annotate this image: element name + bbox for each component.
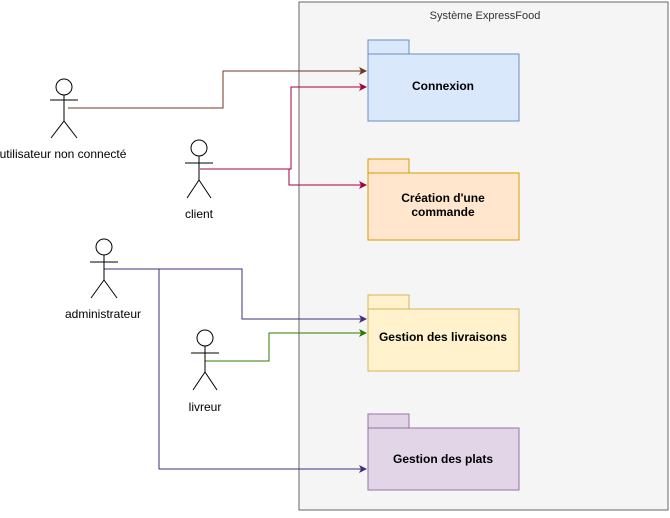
package-label: Gestion des plats [393, 452, 493, 466]
actor-label-admin: administrateur [65, 307, 141, 321]
actor-livreur[interactable] [191, 329, 219, 391]
actor-visiteur[interactable] [50, 78, 78, 139]
connector-client-commande[interactable] [200, 168, 367, 189]
connector-admin-livraisons[interactable] [104, 268, 367, 323]
package-plats[interactable]: Gestion des plats [367, 413, 520, 491]
package-label-line2: commande [411, 205, 475, 219]
connector-admin-plats[interactable] [104, 268, 367, 473]
package-connexion[interactable]: Connexion [367, 39, 520, 122]
actor-label-client: client [185, 207, 214, 221]
connector-livreur-livraisons[interactable] [205, 329, 367, 362]
actor-admin[interactable] [90, 238, 118, 299]
actor-label-livreur: livreur [189, 400, 222, 414]
actor-label-visiteur: utilisateur non connecté [0, 147, 127, 161]
actor-client[interactable] [185, 139, 213, 199]
package-label: Gestion des livraisons [379, 330, 507, 344]
package-commande[interactable]: Création d'une commande [367, 158, 520, 241]
package-livraisons[interactable]: Gestion des livraisons [367, 294, 520, 372]
connector-visiteur-connexion[interactable] [68, 67, 367, 109]
package-label-line1: Création d'une [401, 191, 485, 205]
connectors [68, 67, 367, 473]
package-label: Connexion [412, 79, 474, 93]
system-title: Système ExpressFood [430, 10, 541, 22]
